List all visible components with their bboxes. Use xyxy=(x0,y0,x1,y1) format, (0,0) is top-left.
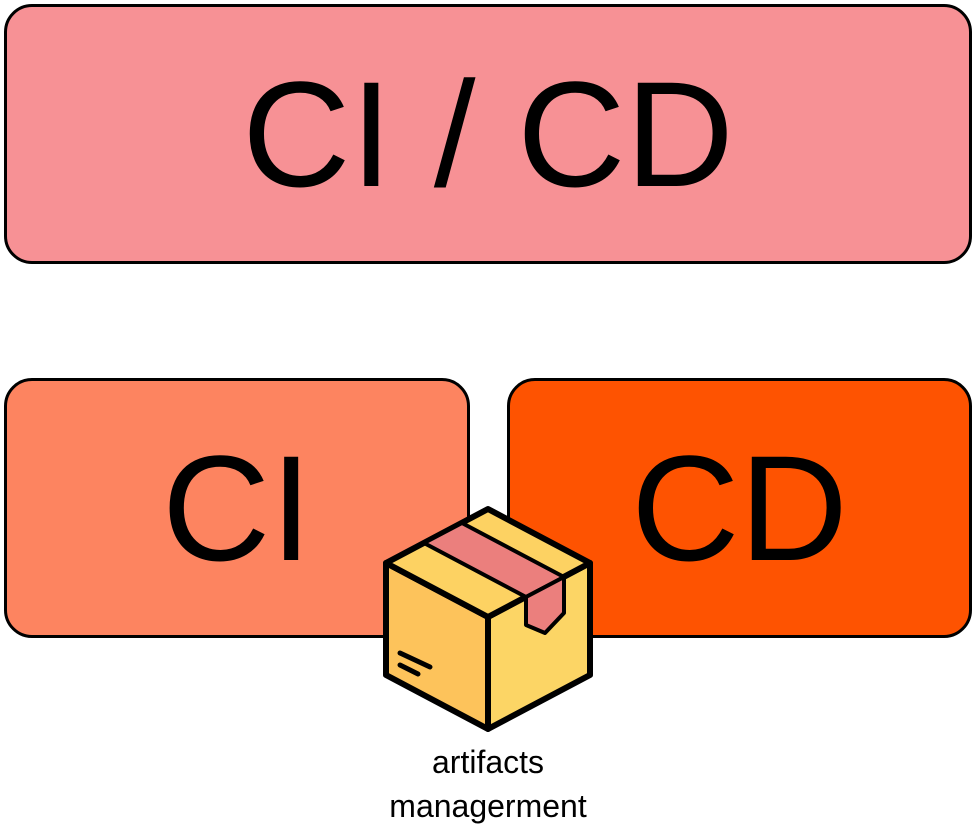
cicd-box: CI / CD xyxy=(4,4,972,264)
box-label-line-1 xyxy=(397,650,433,670)
cicd-label: CI / CD xyxy=(242,50,734,218)
artifact-caption-line-2: managerment xyxy=(389,788,587,824)
box-label-line-2 xyxy=(397,662,421,677)
box-tape-side xyxy=(524,575,566,635)
artifact-caption-line-1: artifacts xyxy=(431,744,545,780)
ci-box: CI xyxy=(4,378,470,638)
package-box-icon xyxy=(383,506,593,732)
artifact-caption: artifacts managerment xyxy=(350,740,626,828)
ci-label: CI xyxy=(162,424,312,592)
cd-box: CD xyxy=(507,378,972,638)
cd-label: CD xyxy=(631,424,848,592)
